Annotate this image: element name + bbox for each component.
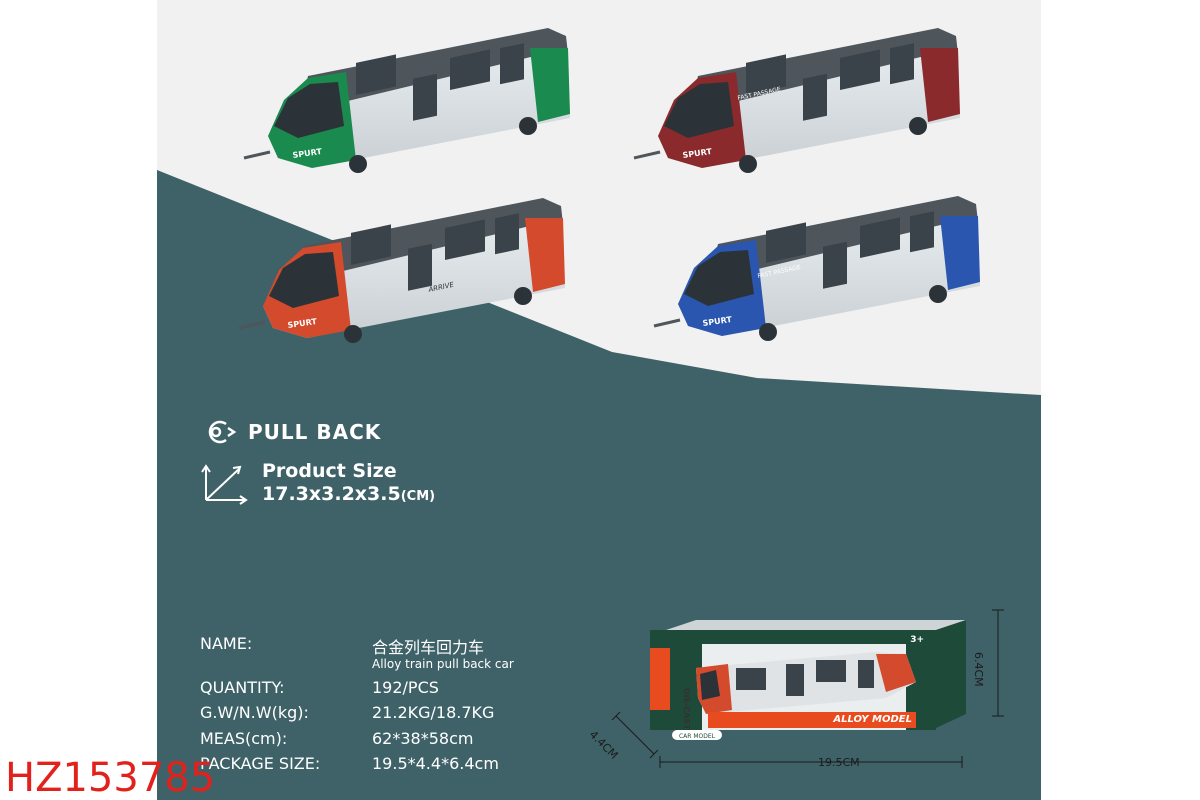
train-spurt-label: SPURT [682, 147, 713, 160]
spec-quantity-value: 192/PCS [372, 678, 439, 697]
product-size-unit: (CM) [400, 489, 436, 504]
product-code: HZ153785 [5, 755, 216, 800]
spec-package-size-value: 19.5*4.4*6.4cm [372, 754, 499, 773]
train-blue: FAST PASSAGE SPURT [653, 196, 980, 341]
train-spurt-label: SPURT [287, 317, 318, 330]
train-green: SPURT [243, 28, 570, 173]
train-spurt-label: SPURT [702, 315, 733, 328]
spec-name-english: Alloy train pull back car [372, 657, 514, 671]
spec-package-size-label: PACKAGE SIZE: [200, 754, 321, 773]
train-spurt-label: SPURT [292, 147, 323, 160]
spec-weight-value: 21.2KG/18.7KG [372, 703, 495, 722]
spec-meas-value: 62*38*58cm [372, 729, 474, 748]
spec-meas-label: MEAS(cm): [200, 729, 288, 748]
pull-back-label: PULL BACK [248, 420, 382, 444]
spec-name-label: NAME: [200, 634, 253, 653]
product-size-title: Product Size [262, 460, 397, 482]
spec-name-value: 合金列车回力车 [372, 638, 485, 657]
package-age: 3+ [910, 635, 924, 645]
package-side-text: DIE-CAST [682, 688, 691, 730]
package-dimension-lines [611, 609, 1004, 768]
package-box: ALLOY MODEL 3+ CAR MODEL DIE-CAST [650, 620, 966, 740]
spec-weight-label: G.W/N.W(kg): [200, 703, 309, 722]
spec-quantity-label: QUANTITY: [200, 678, 285, 697]
train-maroon: FAST PASSAGE SPURT [633, 28, 960, 173]
pull-back-icon [208, 420, 237, 444]
package-height-label: 6.4CM [972, 652, 985, 687]
package-width-label: 19.5CM [818, 756, 860, 769]
product-size-value: 17.3x3.2x3.5 [262, 483, 401, 505]
product-size-value-row: 17.3x3.2x3.5(CM) [262, 483, 435, 505]
package-badge: CAR MODEL [679, 733, 716, 740]
package-brand: ALLOY MODEL [832, 714, 912, 725]
size-arrows-icon [201, 464, 248, 505]
train-orange: ARRIVE SPURT [238, 198, 565, 343]
